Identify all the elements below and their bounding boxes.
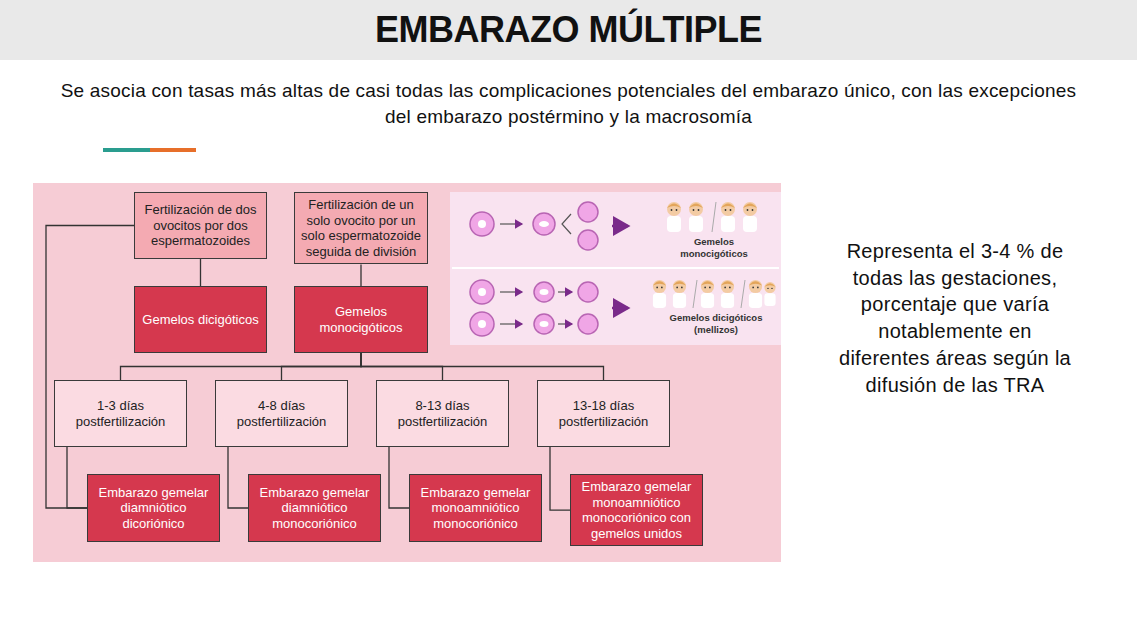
- connector-line: [361, 353, 604, 380]
- box-text: Fertilización de un solo ovocito por un …: [301, 197, 421, 259]
- zygote: [534, 282, 554, 302]
- illustration-label: Gemelos monocigóticos: [664, 236, 764, 260]
- box-text: Embarazo gemelar monoamniótico monocorió…: [416, 485, 535, 532]
- step-arrow: [500, 323, 522, 324]
- zygote: [533, 213, 555, 235]
- nucleus: [540, 321, 549, 327]
- ovum: [470, 280, 494, 304]
- side-note: Representa el 3-4 % de todas las gestaci…: [835, 238, 1075, 398]
- connector-line: [360, 264, 361, 286]
- connector-line: [200, 259, 201, 286]
- result-box: Embarazo gemelar monoamniótico monocorió…: [409, 474, 542, 542]
- separator: [693, 280, 697, 308]
- connector-line: [282, 353, 362, 380]
- embryo: [578, 230, 598, 250]
- nucleus: [539, 221, 549, 227]
- box-text: Gemelos monocigóticos: [301, 304, 421, 335]
- result-box: Gemelos dicigóticos: [134, 286, 267, 353]
- result-box: Embarazo gemelar diamniótico monocorióni…: [248, 474, 381, 542]
- result-box: Embarazo gemelar monoamniótico monocorió…: [570, 474, 703, 546]
- baby-icon: [743, 202, 757, 232]
- result-box: Embarazo gemelar diamniótico dicoriónico: [87, 474, 220, 542]
- timing-box: 13-18 días postfertilización: [537, 380, 670, 447]
- box-text: 8-13 días postfertilización: [383, 398, 502, 429]
- baby-icon: [721, 280, 734, 308]
- connector-line: [121, 353, 362, 380]
- baby-icon: [667, 202, 681, 232]
- baby-icon: [689, 202, 703, 232]
- connector-line: [389, 447, 409, 508]
- ovum: [470, 312, 494, 336]
- nucleus: [540, 289, 549, 295]
- baby-icon: [749, 280, 762, 308]
- result-arrow: [612, 225, 628, 228]
- step-arrow: [558, 291, 572, 292]
- step-arrow: [558, 323, 572, 324]
- connector-line: [550, 447, 570, 510]
- step-arrow: [500, 291, 522, 292]
- box-text: Gemelos dicigóticos: [142, 312, 258, 328]
- box-text: Fertilización de dos ovocitos por dos es…: [141, 202, 260, 249]
- embryo: [578, 314, 598, 334]
- step-arrow: [500, 223, 522, 224]
- box-text: 1-3 días postfertilización: [61, 398, 180, 429]
- baby-icon: [701, 280, 714, 308]
- baby-icon: [653, 280, 666, 308]
- box-text: Embarazo gemelar diamniótico dicoriónico: [94, 485, 213, 532]
- split-mark: [562, 214, 571, 234]
- nucleus: [478, 320, 486, 328]
- timing-box: 1-3 días postfertilización: [54, 380, 187, 447]
- connector-line: [228, 447, 248, 508]
- nucleus: [478, 220, 486, 228]
- origin-box: Fertilización de un solo ovocito por un …: [294, 192, 428, 264]
- divider: [452, 267, 779, 269]
- slide-title: EMBARAZO MÚLTIPLE: [0, 8, 1137, 52]
- illustration-panel: [450, 192, 781, 345]
- baby-icon: [673, 280, 686, 308]
- separator: [741, 280, 745, 308]
- illustration-label: Gemelos dicigóticos (mellizos): [652, 312, 780, 336]
- nucleus: [478, 288, 486, 296]
- box-text: Embarazo gemelar monoamniótico monocorió…: [577, 479, 696, 541]
- timing-box: 8-13 días postfertilización: [376, 380, 509, 447]
- ovum: [470, 212, 494, 236]
- box-text: 13-18 días postfertilización: [544, 398, 663, 429]
- result-arrow: [612, 307, 628, 310]
- embryo: [578, 282, 598, 302]
- separator: [712, 202, 716, 232]
- zygote: [534, 314, 554, 334]
- box-text: 4-8 días postfertilización: [222, 398, 341, 429]
- connector-line: [46, 226, 134, 509]
- baby-icon: [721, 202, 735, 232]
- box-text: Embarazo gemelar diamniótico monocorióni…: [255, 485, 374, 532]
- result-box: Gemelos monocigóticos: [294, 286, 428, 353]
- embryo: [578, 202, 598, 222]
- connector-line: [67, 447, 87, 508]
- accent-bar: [150, 148, 196, 152]
- subtitle-note: Se asocia con tasas más altas de casi to…: [60, 78, 1077, 130]
- baby-icon: [764, 282, 775, 306]
- origin-box: Fertilización de dos ovocitos por dos es…: [134, 192, 267, 259]
- timing-box: 4-8 días postfertilización: [215, 380, 348, 447]
- accent-bar: [103, 148, 150, 152]
